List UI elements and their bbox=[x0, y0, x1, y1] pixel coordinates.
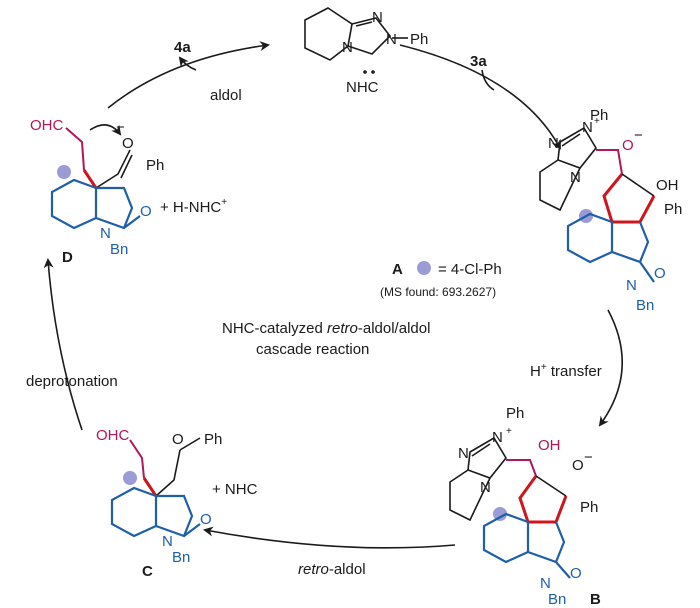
center-caption-line1: NHC-catalyzed retro-aldol/aldol bbox=[222, 320, 430, 337]
a-legend-text: = 4-Cl-Ph bbox=[438, 261, 502, 278]
b-label: B bbox=[590, 591, 601, 608]
a-n-lower: N bbox=[570, 169, 581, 186]
nhc-n-top: N bbox=[372, 9, 383, 26]
b-o-minus: O bbox=[572, 457, 584, 474]
b-bn: Bn bbox=[548, 591, 566, 608]
intermediate-b-structure: N N + N Ph OH O − Ph O N Bn B bbox=[449, 405, 601, 608]
b-ph-right: Ph bbox=[580, 499, 598, 516]
c-oxindole-o: O bbox=[200, 511, 212, 528]
d-o-enolate: O bbox=[122, 135, 134, 152]
nhc-n-right: N bbox=[386, 31, 397, 48]
a-n-bn-n: N bbox=[626, 277, 637, 294]
d-bn: Bn bbox=[110, 241, 128, 258]
b-n-lower: N bbox=[480, 479, 491, 496]
c-label: C bbox=[142, 563, 153, 580]
c-plus-nhc: + NHC bbox=[212, 481, 258, 498]
arrow-4a-release bbox=[178, 56, 197, 71]
b-n-bn-n: N bbox=[540, 575, 551, 592]
arrow-c-to-d bbox=[43, 258, 83, 431]
arrow-3a-entry bbox=[481, 69, 495, 91]
d-oxindole-o: O bbox=[140, 203, 152, 220]
c-aryl-dot bbox=[123, 471, 137, 485]
nhc-ph: Ph bbox=[410, 31, 428, 48]
d-aryl-dot bbox=[57, 165, 71, 179]
reagent-4a-label: 4a bbox=[174, 39, 191, 56]
b-oxindole-o: O bbox=[570, 565, 582, 582]
a-ph-top: Ph bbox=[590, 107, 608, 124]
b-n-plus: N bbox=[492, 429, 503, 446]
d-ph: Ph bbox=[146, 157, 164, 174]
aldol-step-label: aldol bbox=[210, 87, 242, 104]
a-oxindole-o: O bbox=[654, 265, 666, 282]
deprotonation-step-label: deprotonation bbox=[26, 373, 118, 390]
center-caption-line2: cascade reaction bbox=[256, 341, 369, 358]
d-ohc: OHC bbox=[30, 117, 64, 134]
nhc-catalyst-structure: N N N Ph NHC bbox=[304, 7, 428, 96]
retro-aldol-step-label: retro-aldol bbox=[298, 561, 366, 578]
c-ph: Ph bbox=[204, 431, 222, 448]
c-o-ketone: O bbox=[172, 431, 184, 448]
nhc-n-left: N bbox=[342, 39, 353, 56]
a-label: A bbox=[392, 261, 403, 278]
nhc-label: NHC bbox=[346, 79, 379, 96]
d-plus-h-nhc: + H-NHC+ bbox=[160, 197, 227, 216]
a-legend-dot bbox=[417, 261, 431, 275]
b-ph-top: Ph bbox=[506, 405, 524, 422]
c-bn: Bn bbox=[172, 549, 190, 566]
a-bn: Bn bbox=[636, 297, 654, 314]
b-plus-charge: + bbox=[506, 426, 512, 437]
b-aryl-dot bbox=[493, 507, 507, 521]
b-minus-charge: − bbox=[584, 449, 593, 466]
c-n-bn-n: N bbox=[162, 533, 173, 550]
a-ph-right: Ph bbox=[664, 201, 682, 218]
h-transfer-label: H+ transfer bbox=[530, 362, 602, 380]
intermediate-a-structure: N N + N Ph O − OH Ph O N Bn bbox=[539, 107, 682, 314]
a-ms-found: (MS found: 693.2627) bbox=[380, 285, 496, 299]
arrow-nhc-to-a bbox=[399, 44, 561, 150]
arrow-b-to-c bbox=[203, 526, 456, 549]
arrow-a-to-b bbox=[598, 309, 623, 427]
d-label: D bbox=[62, 249, 73, 266]
a-minus-charge: − bbox=[634, 127, 643, 144]
intermediate-c-structure: OHC O Ph O N Bn + NHC C bbox=[96, 427, 258, 580]
a-n-plus: N bbox=[582, 119, 593, 136]
b-n-top: N bbox=[458, 445, 469, 462]
a-plus-charge: + bbox=[594, 116, 600, 127]
b-oh: OH bbox=[538, 437, 561, 454]
a-oh: OH bbox=[656, 177, 679, 194]
d-n-bn-n: N bbox=[100, 225, 111, 242]
c-ohc: OHC bbox=[96, 427, 130, 444]
reagent-3a-label: 3a bbox=[470, 53, 487, 70]
a-n-top: N bbox=[548, 135, 559, 152]
intermediate-d-structure: OHC O − Ph O N Bn + H-NHC+ D bbox=[30, 117, 227, 266]
a-o-minus: O bbox=[622, 137, 634, 154]
